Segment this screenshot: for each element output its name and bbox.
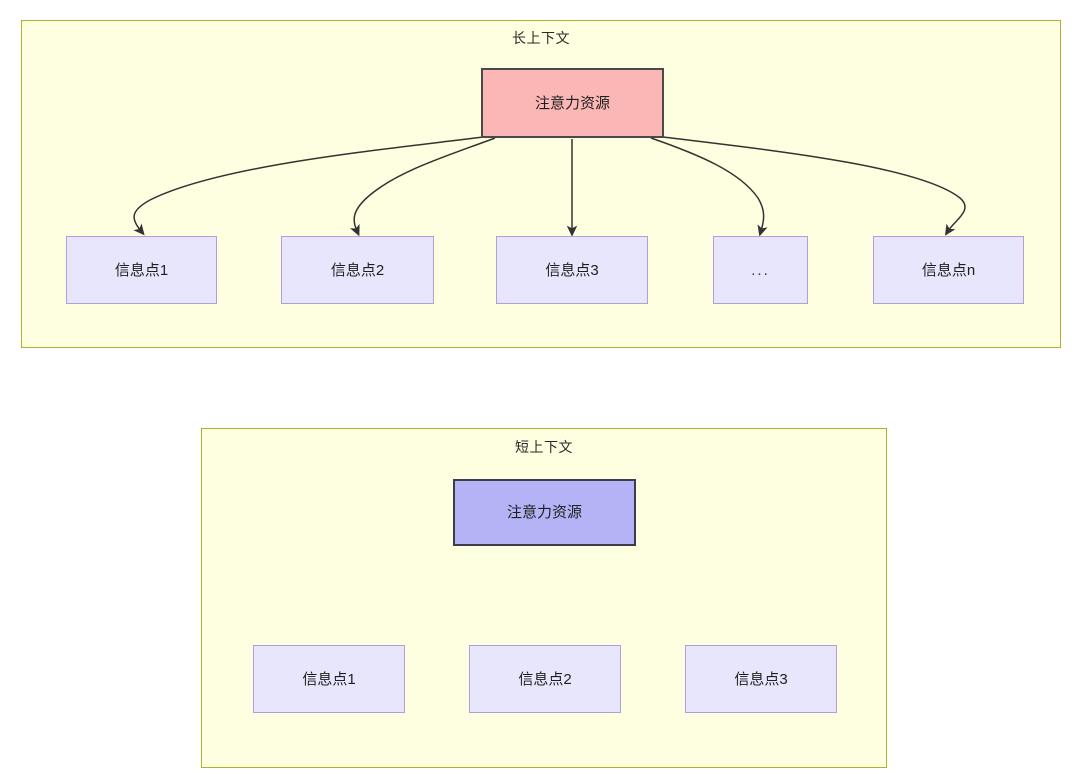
node-attention-resource-long[interactable]: 注意力资源 [481,68,664,138]
edge-attention-to-info1 [133,136,484,236]
node-info-point-2-long[interactable]: 信息点2 [281,236,434,304]
node-info-point-n-long[interactable]: 信息点n [873,236,1024,304]
panel-long-context-title: 长上下文 [512,30,570,46]
node-info-point-3-short[interactable]: 信息点3 [685,645,837,713]
node-info-point-1-long[interactable]: 信息点1 [66,236,217,304]
node-attention-resource-short[interactable]: 注意力资源 [453,479,636,546]
node-info-point-3-long[interactable]: 信息点3 [496,236,648,304]
node-info-point-ellipsis-long[interactable]: ... [713,236,808,304]
edge-attention-to-infon [662,136,966,236]
edge-attention-to-ellipsis [650,137,768,237]
panel-short-context-title: 短上下文 [515,439,573,455]
edge-attention-to-info2 [349,137,496,237]
node-info-point-1-short[interactable]: 信息点1 [253,645,405,713]
node-info-point-2-short[interactable]: 信息点2 [469,645,621,713]
